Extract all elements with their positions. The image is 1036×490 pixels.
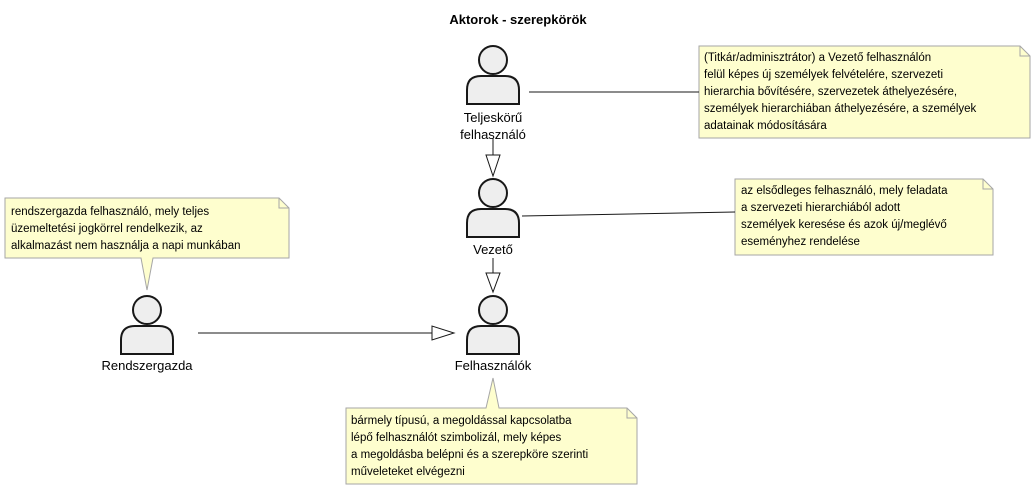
diagram-title: Aktorok - szerepkörök <box>449 12 587 27</box>
note-text-teljeskoru: (Titkár/adminisztrátor) a Vezető felhasz… <box>704 52 977 132</box>
actor-label-rendszergazda: Rendszergazda <box>101 358 193 373</box>
note-text-felhasznalok: bármely típusú, a megoldással kapcsolatb… <box>351 415 589 478</box>
actor-icon-vezeto <box>466 178 520 238</box>
note-teljeskoru <box>698 45 1031 139</box>
arrow-teljeskoru-to-vezeto <box>485 138 501 178</box>
note-rendszergazda <box>4 197 290 291</box>
note-felhasznalok <box>345 377 638 485</box>
actor-icon-rendszergazda <box>120 295 174 355</box>
actor-label-felhasznalok: Felhasználók <box>454 358 532 373</box>
note-vezeto <box>734 178 994 256</box>
note-connector-vezeto <box>521 211 736 217</box>
actor-label-teljeskoru: Teljeskörű felhasználó <box>460 110 526 142</box>
actor-icon-teljeskoru <box>466 45 520 105</box>
arrow-rendszergazda-to-felhasznalok <box>198 325 456 341</box>
actor-label-vezeto: Vezető <box>473 242 513 257</box>
actor-icon-felhasznalok <box>466 295 520 355</box>
note-text-rendszergazda: rendszergazda felhasználó, mely teljes ü… <box>11 206 241 252</box>
arrow-vezeto-to-felhasznalok <box>485 258 501 294</box>
note-text-vezeto: az elsődleges felhasználó, mely feladata… <box>741 185 948 248</box>
